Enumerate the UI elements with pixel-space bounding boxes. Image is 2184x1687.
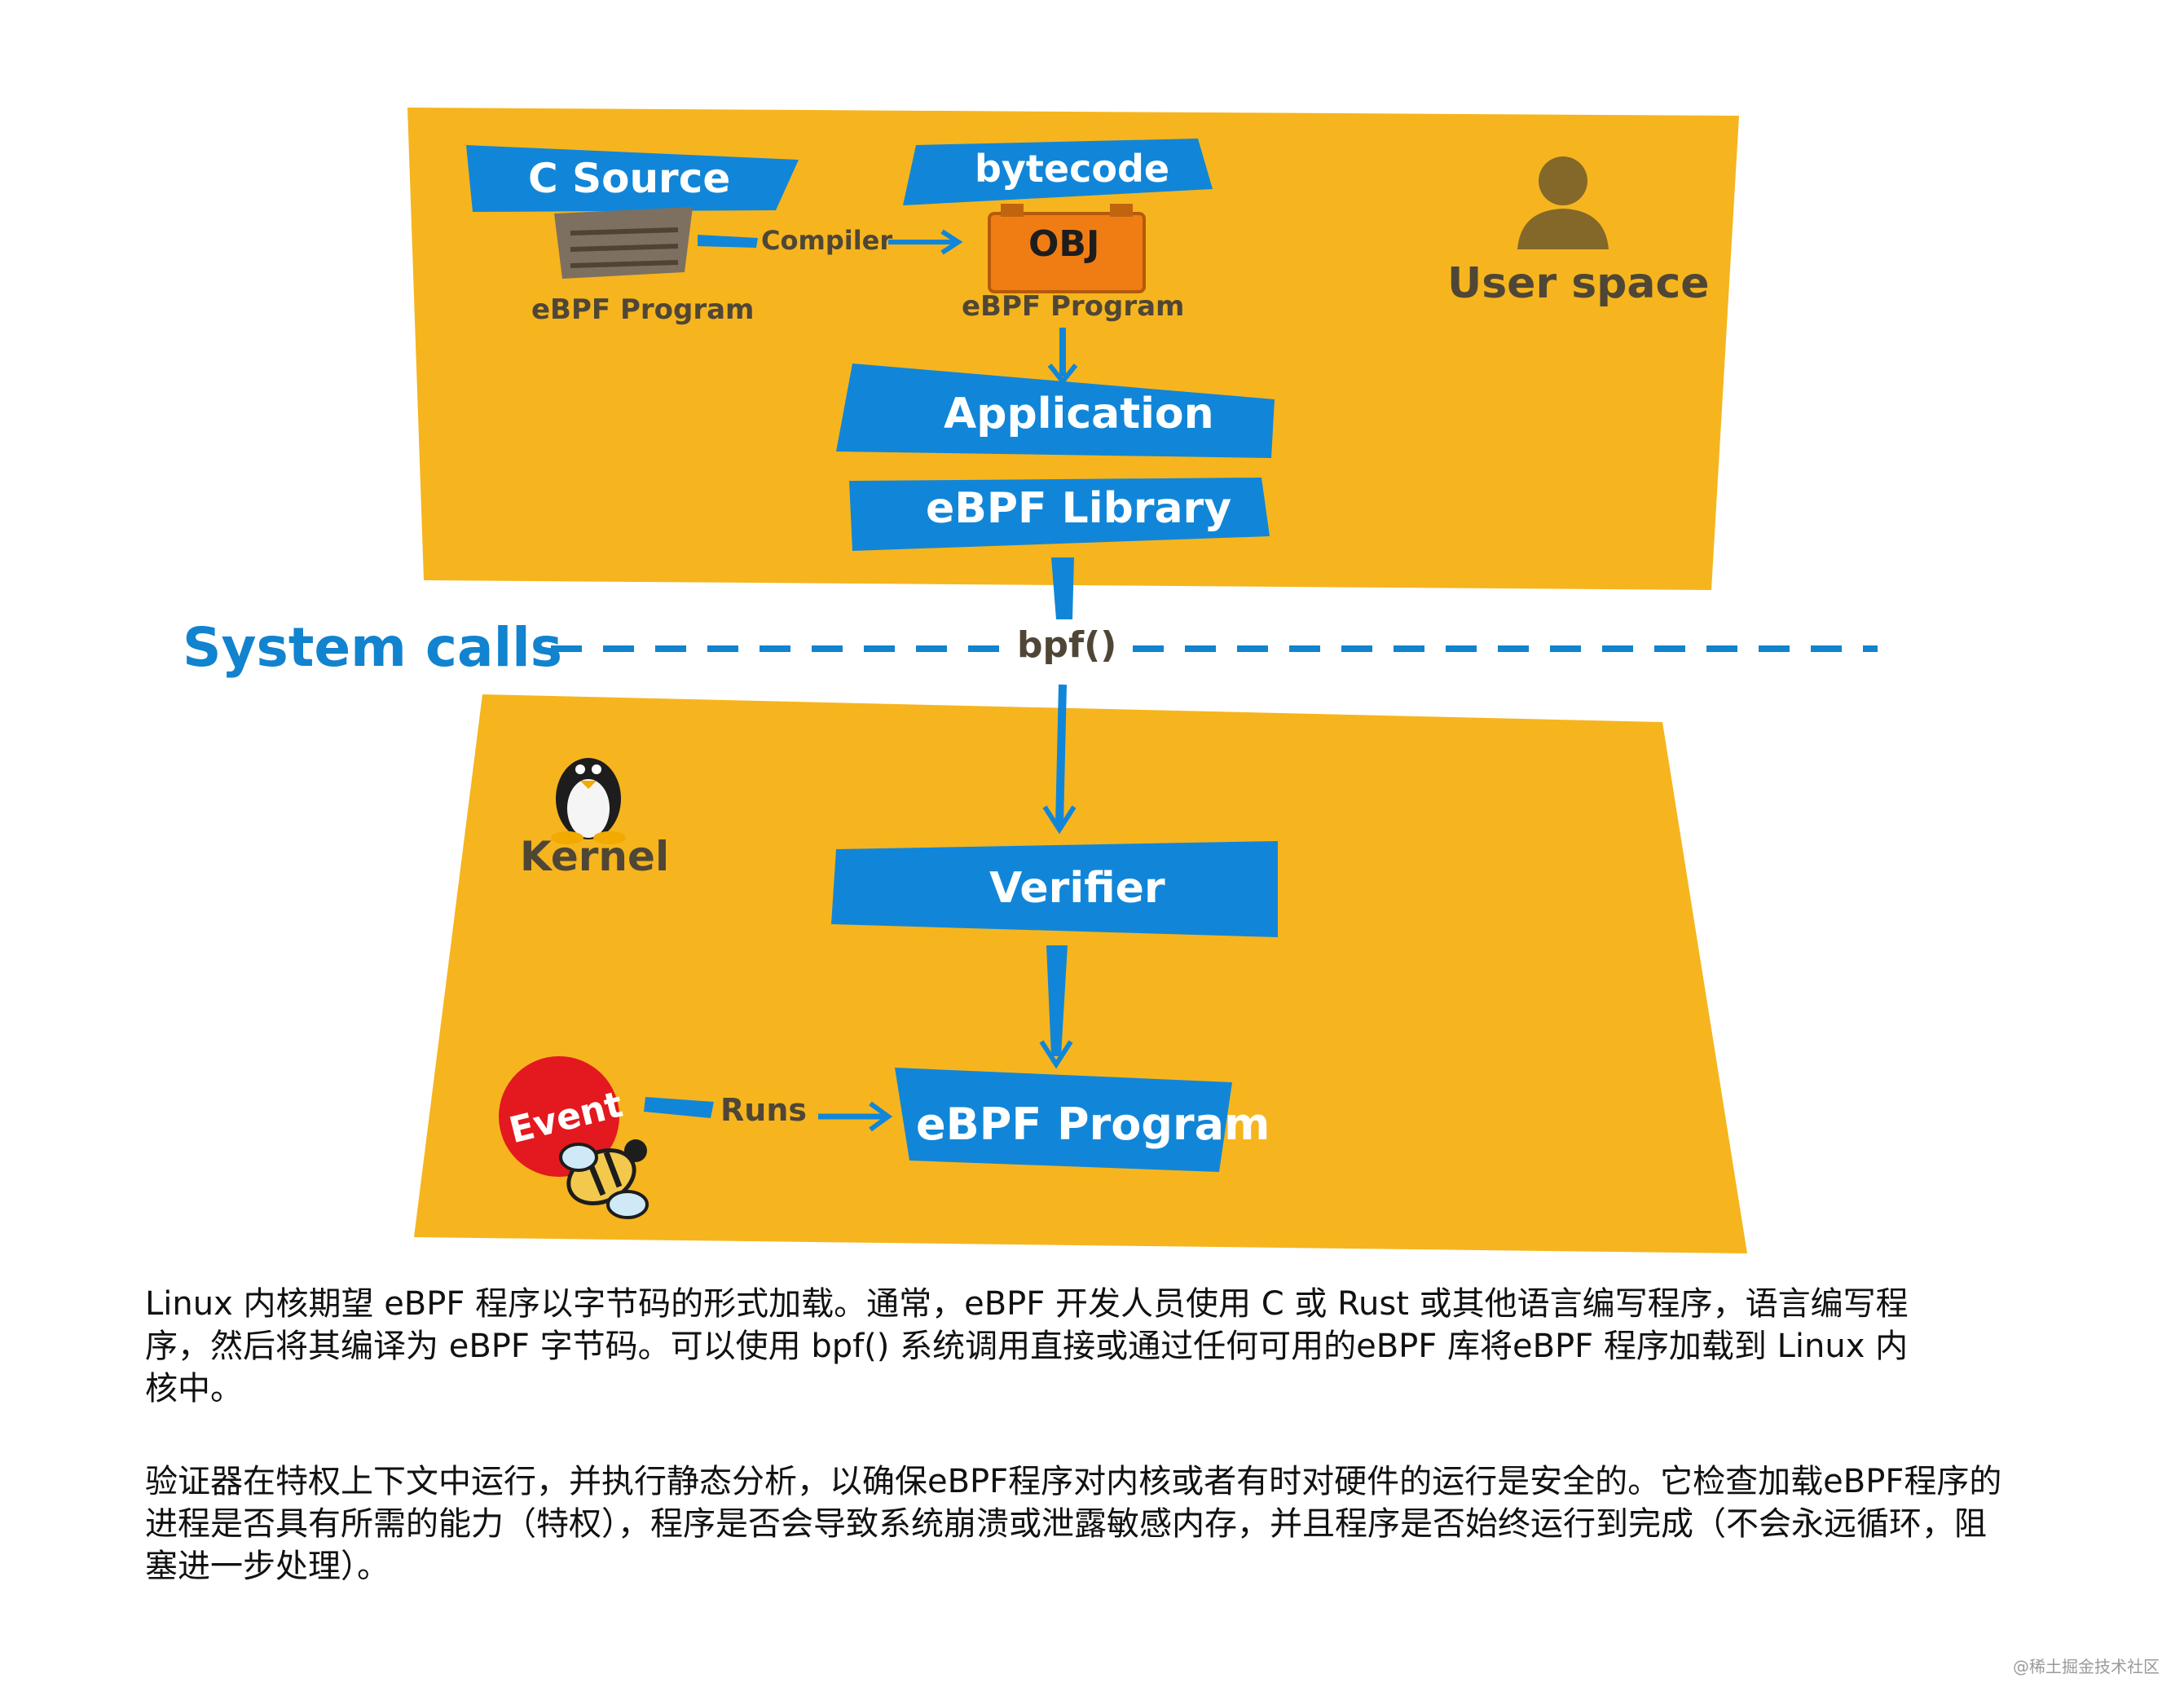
kernel-program-label: eBPF Program <box>916 1099 1270 1150</box>
application-label: Application <box>944 390 1214 438</box>
compiler-label: Compiler <box>761 225 893 256</box>
library-label: eBPF Library <box>926 484 1232 533</box>
kernel-panel <box>414 694 1747 1253</box>
runs-label: Runs <box>720 1092 807 1128</box>
kernel-label: Kernel <box>520 833 670 880</box>
user-space-label: User space <box>1447 259 1710 308</box>
watermark: @稀土掘金技术社区 <box>2013 1657 2160 1676</box>
ebpf-diagram <box>407 108 1878 1253</box>
system-calls-label: System calls <box>183 616 563 679</box>
library-banner <box>849 478 1270 551</box>
syscall-name: bpf() <box>1017 624 1117 666</box>
syscall-connector-bottom <box>1055 684 1067 826</box>
description-paragraph-1: Linux 内核期望 eBPF 程序以字节码的形式加载。通常，eBPF 开发人员… <box>145 1285 1909 1407</box>
c-source-banner <box>466 145 799 212</box>
bytecode-banner <box>903 139 1213 205</box>
obj-file-icon <box>988 204 1146 293</box>
application-banner <box>836 363 1275 458</box>
runs-arrow-start <box>644 1097 714 1118</box>
compiler-arrow-start <box>698 235 758 248</box>
source-program-caption: eBPF Program <box>531 293 755 326</box>
user-icon <box>1517 156 1609 249</box>
verifier-banner <box>831 841 1278 937</box>
bee-icon <box>559 1139 649 1219</box>
syscall-connector-top <box>1051 557 1074 619</box>
arrow-verifier-to-program <box>1046 945 1068 1056</box>
obj-label: OBJ <box>1028 223 1100 265</box>
bytecode-label: bytecode <box>975 147 1170 191</box>
verifier-label: Verifier <box>989 864 1165 913</box>
kernel-program-banner <box>895 1068 1232 1172</box>
bytecode-program-caption: eBPF Program <box>962 290 1185 323</box>
user-space-panel <box>407 108 1739 590</box>
linux-penguin-icon <box>551 758 626 844</box>
document-icon <box>554 207 693 279</box>
c-source-label: C Source <box>528 155 731 202</box>
description-paragraph-2: 验证器在特权上下文中运行，并执行静态分析，以确保eBPF程序对内核或者有时对硬件… <box>145 1463 2002 1585</box>
